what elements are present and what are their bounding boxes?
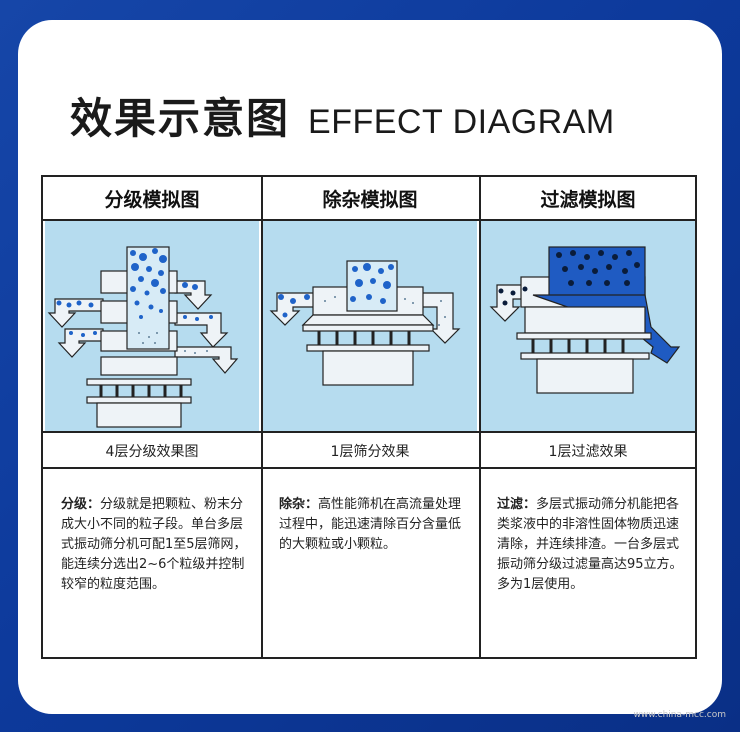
impurity-removal-diagram — [263, 221, 477, 431]
title-en: EFFECT DIAGRAM — [308, 103, 615, 141]
description-label: 分级： — [61, 497, 101, 512]
description-text: 高性能筛机在高流量处理过程中，能迅速清除百分含量低的大颗粒或小颗粒。 — [279, 497, 462, 552]
column-description: 过滤：多层式振动筛分机能把各类浆液中的非溶性固体物质迅速清除，并连续排渣。一台多… — [497, 495, 683, 595]
column-description: 分级：分级就是把颗粒、粉末分成大小不同的粒子段。单台多层式振动筛分机可配1至5层… — [61, 495, 247, 595]
column-grading: 分级模拟图 — [43, 177, 261, 657]
column-impurity-removal: 除杂模拟图 — [261, 177, 479, 657]
description-text: 分级就是把颗粒、粉末分成大小不同的粒子段。单台多层式振动筛分机可配1至5层筛网，… — [61, 497, 247, 592]
column-caption: 1层过滤效果 — [548, 444, 628, 460]
column-caption: 4层分级效果图 — [105, 444, 199, 460]
table-divider — [261, 177, 263, 657]
title-cn: 效果示意图 — [70, 94, 291, 143]
page-title: 效果示意图 EFFECT DIAGRAM — [70, 85, 615, 146]
column-title: 除杂模拟图 — [322, 188, 418, 211]
column-title: 分级模拟图 — [104, 188, 200, 211]
single-deck-screen-illustration — [269, 260, 461, 386]
effect-table: 分级模拟图 — [41, 175, 697, 659]
table-divider — [43, 467, 695, 469]
column-caption: 1层筛分效果 — [330, 444, 410, 460]
grading-machine-illustration — [47, 246, 239, 428]
column-filtration: 过滤模拟图 — [479, 177, 697, 657]
description-text: 多层式振动筛分机能把各类浆液中的非溶性固体物质迅速清除，并连续排渣。一台多层式振… — [497, 497, 683, 592]
watermark-text: www.china-mcc.com — [633, 710, 726, 720]
column-title: 过滤模拟图 — [540, 188, 636, 211]
filtration-diagram — [481, 221, 695, 431]
description-label: 过滤： — [497, 497, 537, 512]
grading-diagram — [45, 221, 259, 431]
column-description: 除杂：高性能筛机在高流量处理过程中，能迅速清除百分含量低的大颗粒或小颗粒。 — [279, 495, 465, 555]
table-divider — [43, 431, 695, 433]
description-label: 除杂： — [279, 497, 319, 512]
table-divider — [479, 177, 481, 657]
table-divider — [43, 219, 695, 221]
filtration-screen-illustration — [489, 246, 681, 394]
